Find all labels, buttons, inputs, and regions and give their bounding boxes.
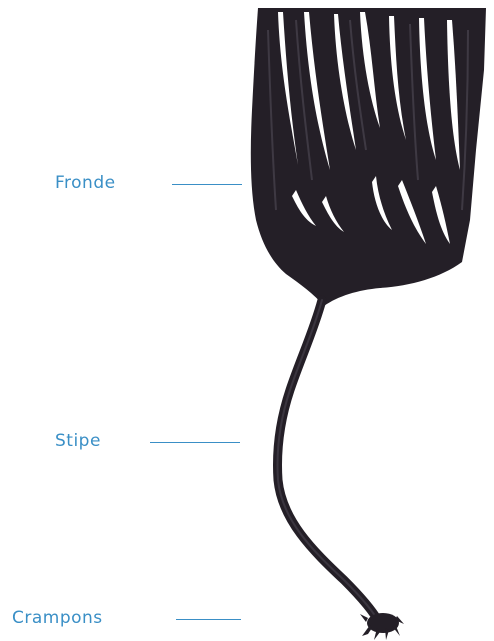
stipe-leader-line (150, 442, 240, 443)
holdfast-leader-line (176, 619, 241, 620)
frond-leader-line (172, 184, 242, 185)
frond-label: Fronde (55, 173, 116, 193)
stipe-shape (278, 300, 381, 624)
frond-shape (251, 8, 486, 306)
stipe-label: Stipe (55, 431, 101, 451)
holdfast-shape (360, 613, 404, 640)
holdfast-label: Crampons (12, 608, 103, 628)
